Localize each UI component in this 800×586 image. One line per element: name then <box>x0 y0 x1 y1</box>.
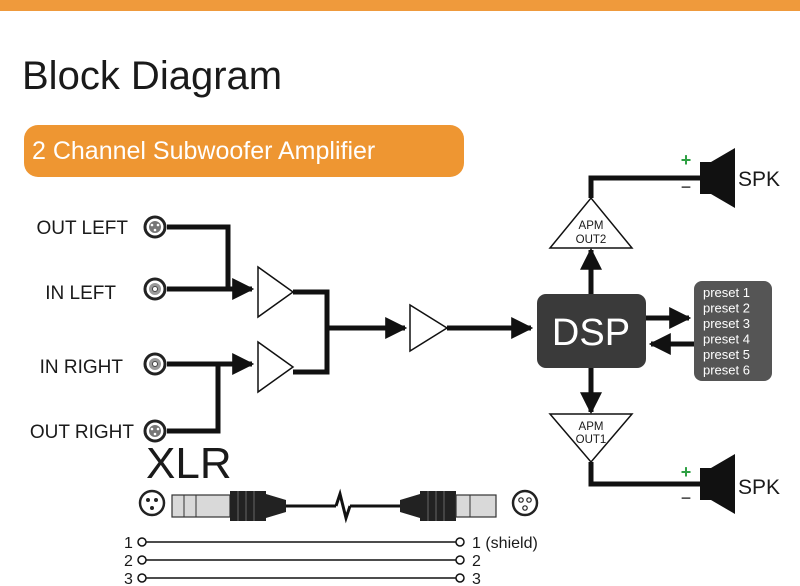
xlr-face-male-icon <box>511 489 539 517</box>
preset-panel <box>694 281 772 381</box>
amplifier-left-icon <box>257 265 295 319</box>
speaker-top-label: SPK <box>738 168 780 191</box>
pin-left-3: 3 <box>124 571 133 586</box>
preset-item: preset 1 <box>703 285 750 300</box>
amplifier-main-icon <box>409 303 449 353</box>
combo-jack-in-right-icon <box>143 352 167 376</box>
xlr-title: XLR <box>146 439 232 488</box>
apm-out1-triangle <box>548 413 634 464</box>
wire-amp-merge <box>293 289 330 375</box>
combo-jack-in-left-icon <box>143 277 167 301</box>
top-accent-bar <box>0 0 800 11</box>
xlr-plug-right-icon <box>400 491 497 521</box>
preset-item: preset 2 <box>703 301 750 316</box>
wire-out-left <box>167 224 231 291</box>
label-out-left: OUT LEFT <box>37 218 129 239</box>
speaker-bottom-plus: + <box>681 462 692 482</box>
xlr-face-female-icon <box>138 489 166 517</box>
preset-item: preset 6 <box>703 363 750 378</box>
pin-map: 1 2 3 1 (shield) 2 3 <box>124 535 538 586</box>
pin-right-2: 2 <box>472 553 481 570</box>
speaker-bottom-label: SPK <box>738 476 780 499</box>
wire-out-right <box>167 362 221 434</box>
xlr-jack-out-right-icon <box>143 419 167 443</box>
page-title: Block Diagram <box>22 54 283 98</box>
apm-out1-line2: OUT1 <box>576 434 607 446</box>
pin-left-2: 2 <box>124 553 133 570</box>
pin-left-1: 1 <box>124 535 133 552</box>
speaker-top-minus: − <box>681 177 692 197</box>
dsp-label: DSP <box>552 312 630 354</box>
pin-right-1: 1 (shield) <box>472 535 538 552</box>
amplifier-right-icon <box>257 340 295 394</box>
speaker-top-icon <box>700 148 735 208</box>
wire-apm2-to-spk <box>588 175 700 198</box>
label-out-right: OUT RIGHT <box>30 422 135 443</box>
preset-item: preset 4 <box>703 332 750 347</box>
xlr-jack-out-left-icon <box>143 215 167 239</box>
speaker-top-plus: + <box>681 150 692 170</box>
preset-list: preset 1 preset 2 preset 3 preset 4 pres… <box>703 285 750 378</box>
subtitle-text: 2 Channel Subwoofer Amplifier <box>32 137 376 165</box>
xlr-cable <box>286 488 400 524</box>
speaker-bottom-icon <box>700 454 735 514</box>
pin-right-3: 3 <box>472 571 481 586</box>
dsp-block <box>537 294 646 368</box>
xlr-plug-left-icon <box>171 491 286 521</box>
apm-out2-triangle <box>548 196 634 249</box>
speaker-bottom-minus: − <box>681 488 692 508</box>
label-in-right: IN RIGHT <box>40 357 124 378</box>
apm-out2-line2: OUT2 <box>576 234 607 246</box>
wire-apm1-to-spk <box>588 462 700 487</box>
preset-item: preset 3 <box>703 316 750 331</box>
label-in-left: IN LEFT <box>45 283 116 304</box>
signal-wiring <box>167 175 700 487</box>
apm-out2-line1: APM <box>579 220 604 232</box>
preset-item: preset 5 <box>703 347 750 362</box>
subtitle-banner: 2 Channel Subwoofer Amplifier <box>24 125 464 177</box>
apm-out1-line1: APM <box>579 421 604 433</box>
